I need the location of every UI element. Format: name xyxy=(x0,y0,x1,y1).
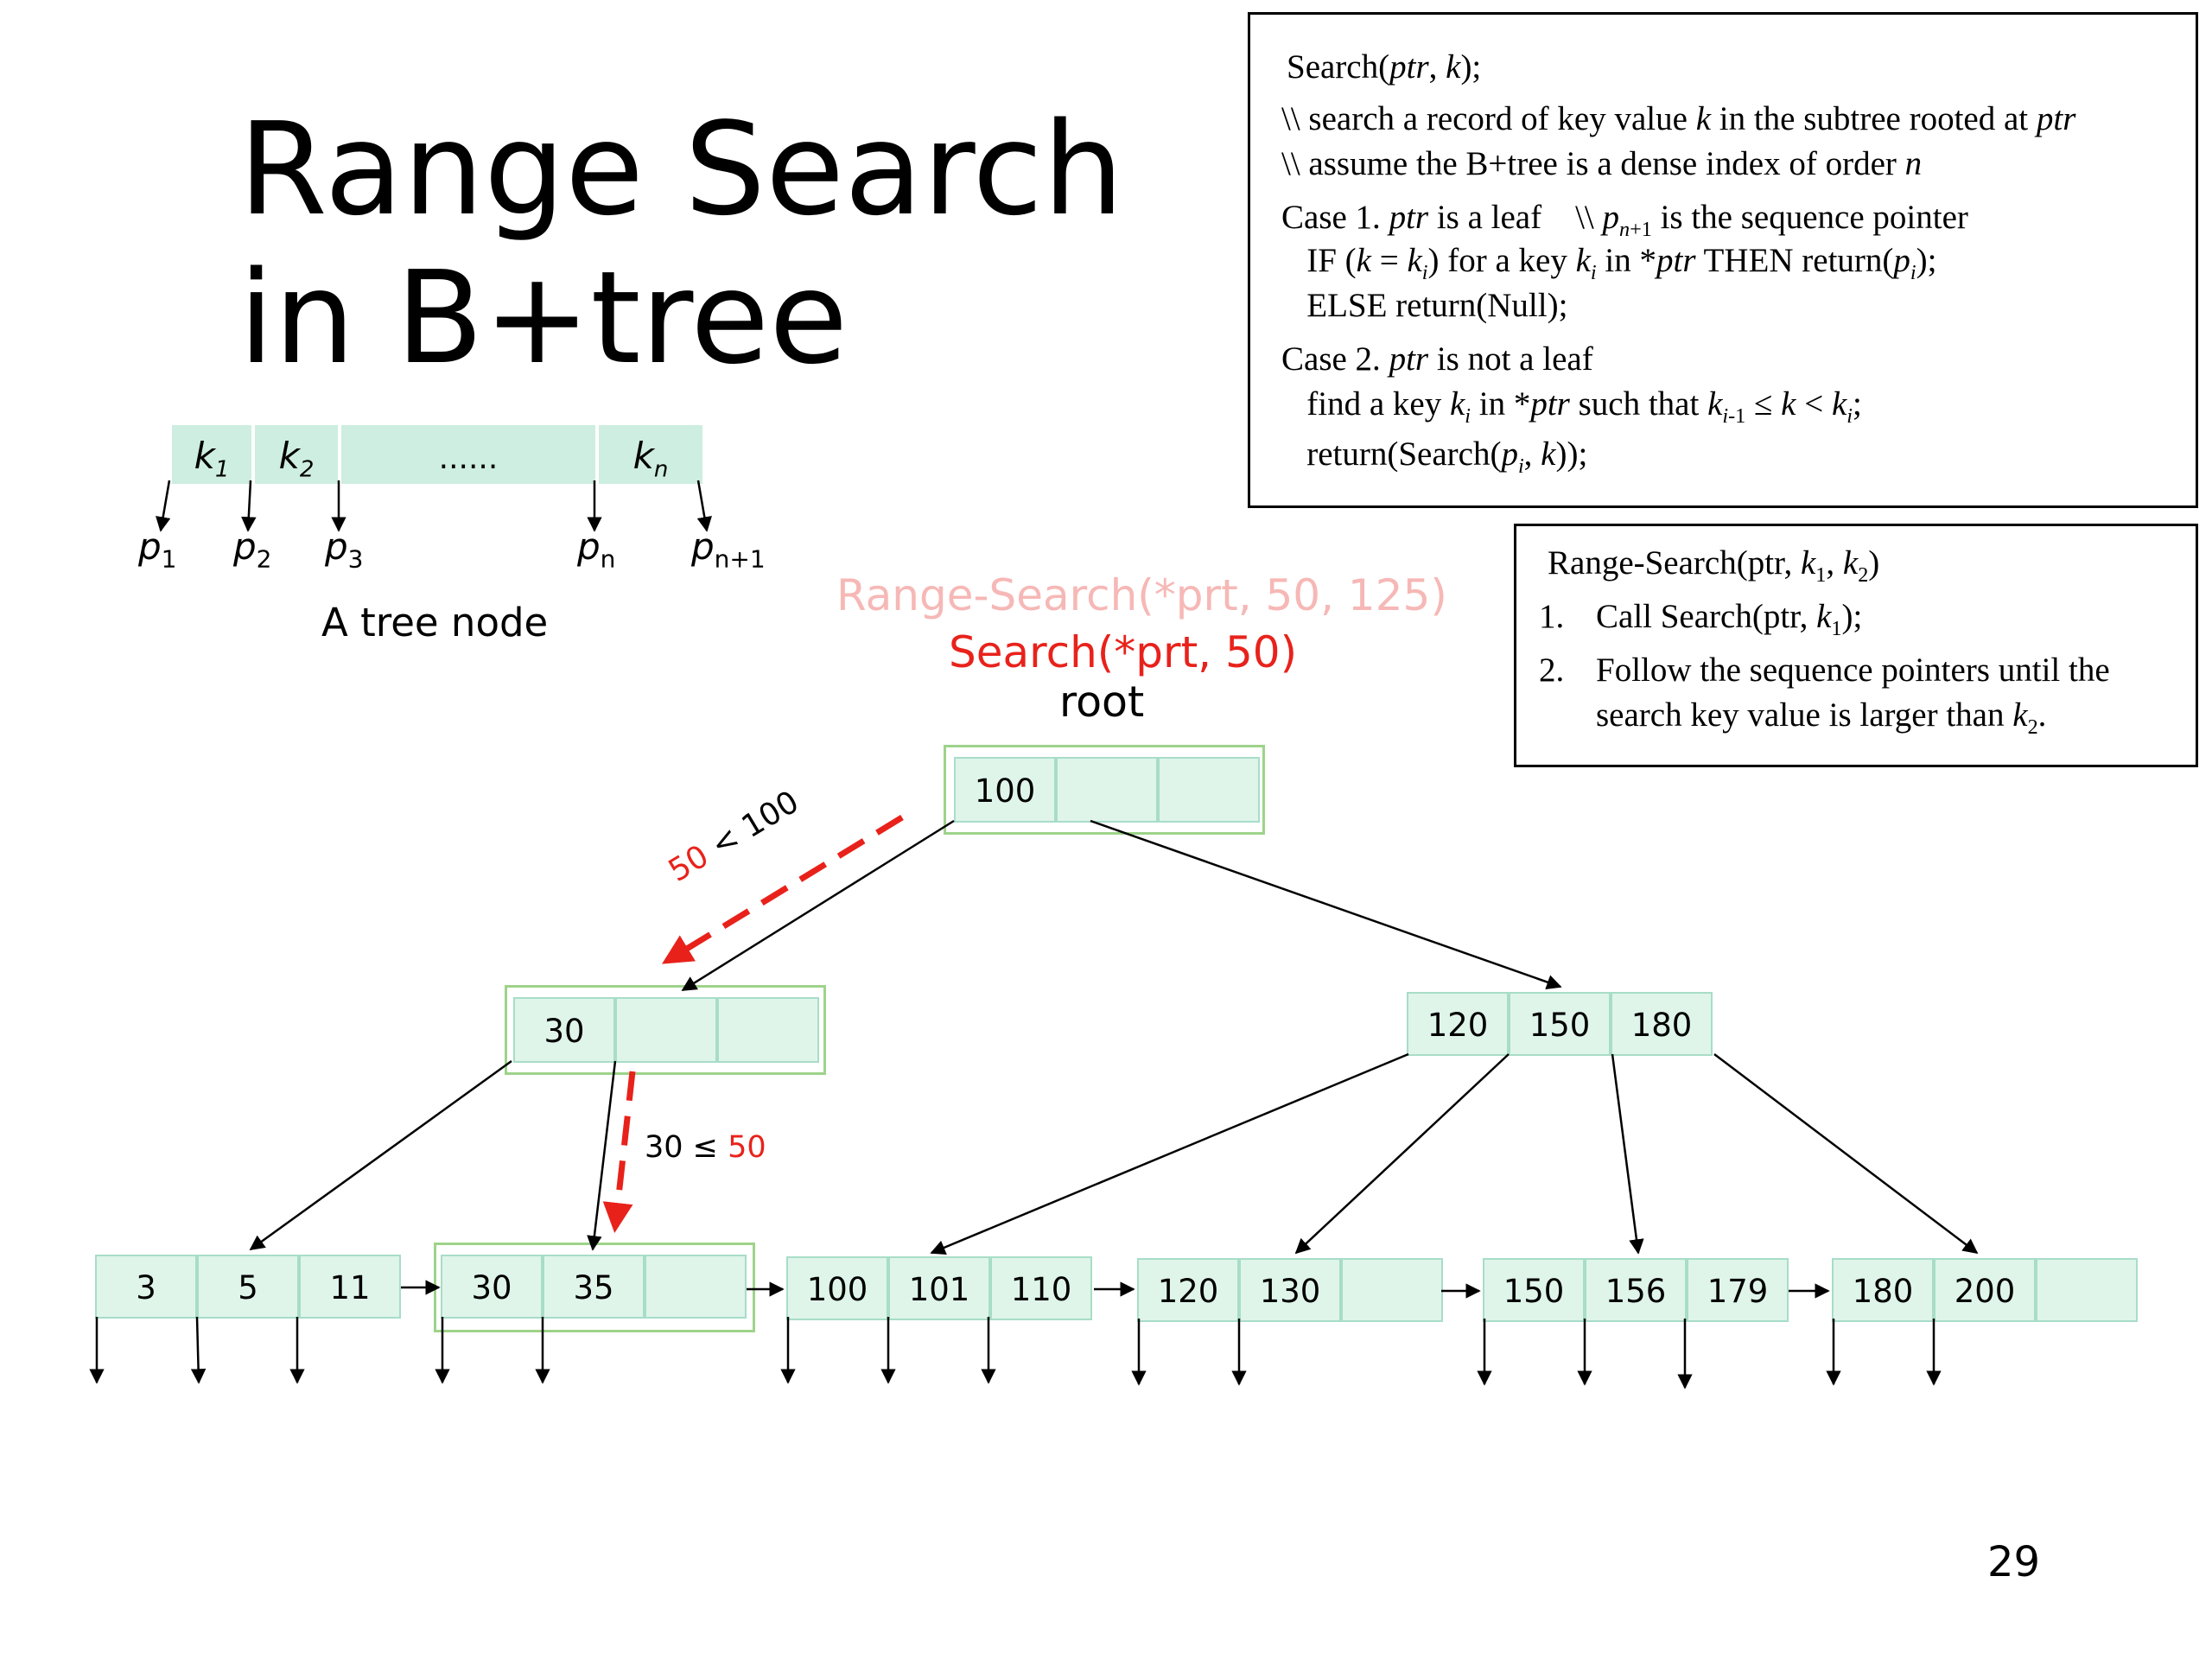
pointer-symbol: p xyxy=(325,525,348,568)
generic-node-pointer-arrow xyxy=(696,480,712,532)
generic-node-pointer-label: p3 xyxy=(325,525,364,573)
right-to-leaf2-edge xyxy=(930,1052,1409,1255)
pointer-symbol: p xyxy=(138,525,162,568)
range-step-text: search key value is larger than k2. xyxy=(1596,696,2047,739)
leaf-node-cell: 5 xyxy=(197,1255,299,1319)
leaf-node-cell: 100 xyxy=(786,1256,888,1320)
root-label: root xyxy=(1059,677,1145,727)
generic-node-key-cell: k2 xyxy=(253,423,340,486)
pointer-symbol: p xyxy=(577,525,601,568)
range-step-number: 1. xyxy=(1539,598,1565,635)
root-node-cell: 100 xyxy=(954,757,1056,823)
leaf-node-cell xyxy=(2036,1258,2138,1322)
generic-node-key-cell: kn xyxy=(597,423,704,486)
pointer-subscript: n+1 xyxy=(714,544,766,574)
leaf-node-cell: 156 xyxy=(1585,1258,1687,1322)
generic-node-pointer-label: p1 xyxy=(138,525,177,573)
leaf-node-cell: 101 xyxy=(888,1256,990,1320)
right-to-leaf5-edge xyxy=(1713,1053,1979,1255)
generic-node-key-cell: k1 xyxy=(170,423,253,486)
root-to-left-edge xyxy=(681,819,955,992)
internal-left-node-highlight xyxy=(505,985,826,1075)
right-to-leaf4-edge xyxy=(1611,1053,1644,1255)
generic-node-pointer-label: p2 xyxy=(233,525,272,573)
search-code-line: IF (k = ki) for a key ki in *ptr THEN re… xyxy=(1281,242,1937,284)
leaf-node-cell: 150 xyxy=(1483,1258,1585,1322)
record-pointer-arrow xyxy=(190,1316,207,1384)
leaf-node-cell xyxy=(645,1255,747,1319)
root-node-highlight xyxy=(944,745,1265,835)
pointer-subscript: 2 xyxy=(256,544,272,574)
root-node-cell xyxy=(1158,757,1260,823)
edge-label-comparison: 30 ≤ xyxy=(645,1130,728,1165)
left-to-leaf0-edge xyxy=(249,1059,512,1251)
search-path-edge xyxy=(662,815,904,964)
leaf-node-cell: 11 xyxy=(299,1255,401,1319)
generic-node-key-cell: ...... xyxy=(340,423,597,486)
range-search-pseudocode-box: Range-Search(ptr, k1, k2) 1. Call Search(… xyxy=(1514,524,2198,767)
leaf-node-cell: 130 xyxy=(1239,1258,1341,1322)
range-step-number: 2. xyxy=(1539,652,1565,689)
generic-node-pointer-label: pn xyxy=(577,525,615,573)
range-search-header: Range-Search(ptr, k1, k2) xyxy=(1548,544,1880,587)
search-code-line: Case 2. ptr is not a leaf xyxy=(1281,340,1593,378)
slide-title: Range Search in B+tree xyxy=(238,95,1124,392)
title-line-1: Range Search xyxy=(238,95,1124,244)
search-code-line: \\ search a record of key value k in the… xyxy=(1281,100,2076,137)
pointer-subscript: 1 xyxy=(161,544,177,574)
leaf-node-cell: 200 xyxy=(1934,1258,2036,1322)
search-code-line: find a key ki in *ptr such that ki-1 ≤ k… xyxy=(1281,385,1862,428)
search-call-label: Search(*prt, 50) xyxy=(949,627,1298,677)
generic-node-pointer-arrow xyxy=(156,480,171,532)
page-number: 29 xyxy=(1987,1538,2041,1586)
pointer-subscript: 3 xyxy=(347,544,364,574)
range-step-text: Follow the sequence pointers until the xyxy=(1596,652,2110,689)
internal-left-node-cell: 30 xyxy=(513,997,615,1063)
pointer-symbol: p xyxy=(691,525,715,568)
root-to-right-edge xyxy=(1090,819,1562,990)
pointer-symbol: p xyxy=(233,525,257,568)
leaf-node-cell xyxy=(1341,1258,1443,1322)
internal-right-node-cell: 150 xyxy=(1509,992,1611,1056)
key-symbol: ...... xyxy=(438,441,499,476)
search-path-edge xyxy=(602,1071,636,1233)
key-subscript: n xyxy=(653,456,669,483)
pointer-subscript: n xyxy=(600,544,616,574)
edge-label-red-value: 50 xyxy=(728,1130,766,1165)
range-step-text: Call Search(ptr, k1); xyxy=(1596,598,1863,640)
leaf-node-cell: 110 xyxy=(990,1256,1092,1320)
leaf-node-cell: 30 xyxy=(441,1255,543,1319)
right-to-leaf3-edge xyxy=(1294,1053,1510,1255)
left-to-leaf1-edge xyxy=(587,1060,617,1251)
leaf-node-cell: 180 xyxy=(1832,1258,1934,1322)
search-pseudocode-box: Search(ptr, k); \\ search a record of key… xyxy=(1248,12,2198,508)
key-symbol: k xyxy=(278,435,300,477)
internal-left-node-cell xyxy=(615,997,717,1063)
range-search-call-label: Range-Search(*prt, 50, 125) xyxy=(836,570,1447,620)
root-node-cell xyxy=(1056,757,1158,823)
key-subscript: 1 xyxy=(214,456,230,483)
search-code-line: ELSE return(Null); xyxy=(1281,287,1568,324)
key-symbol: k xyxy=(194,435,215,477)
key-symbol: k xyxy=(632,435,654,477)
key-subscript: 2 xyxy=(299,456,315,483)
generic-node-pointer-arrow xyxy=(241,480,257,532)
internal-right-node-cell: 180 xyxy=(1611,992,1713,1056)
internal-left-node-cell xyxy=(717,997,819,1063)
leaf-node-cell: 35 xyxy=(543,1255,645,1319)
edge-label-30-le-50: 30 ≤ 50 xyxy=(645,1130,766,1165)
leaf-node-cell: 179 xyxy=(1687,1258,1789,1322)
search-code-line: return(Search(pi, k)); xyxy=(1281,435,1588,478)
search-code-line: Search(ptr, k); xyxy=(1287,48,1482,86)
leaf-node-cell: 120 xyxy=(1137,1258,1239,1322)
internal-right-node-cell: 120 xyxy=(1407,992,1509,1056)
tree-node-caption: A tree node xyxy=(321,600,549,645)
title-line-2: in B+tree xyxy=(238,244,849,392)
search-code-line: \\ assume the B+tree is a dense index of… xyxy=(1281,145,1923,182)
generic-node-pointer-label: pn+1 xyxy=(691,525,766,573)
leaf-node-cell: 3 xyxy=(95,1255,197,1319)
search-code-line: Case 1. ptr is a leaf \\ pn+1 is the seq… xyxy=(1281,199,1968,241)
